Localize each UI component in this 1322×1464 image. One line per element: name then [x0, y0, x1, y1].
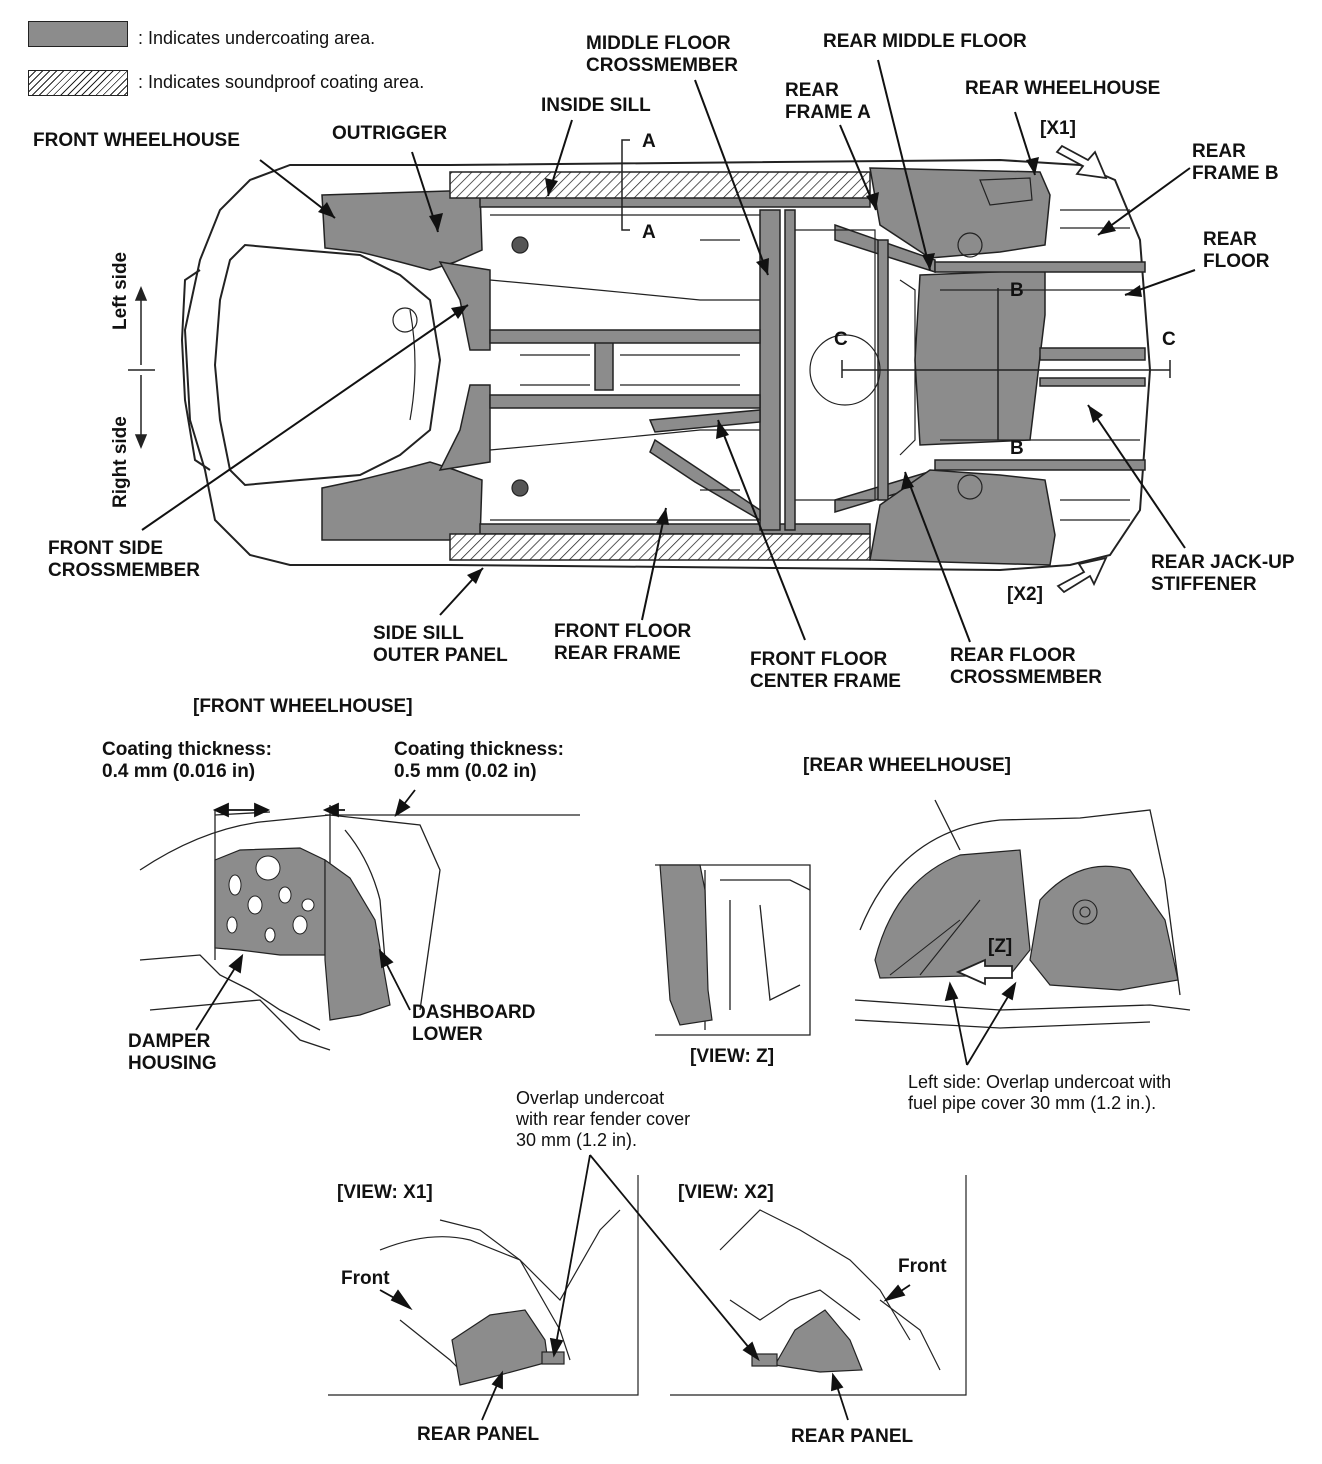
undercoat-regions: [321, 167, 1146, 566]
soundproof-regions: [449, 171, 871, 561]
front-wheelhouse-leaders: [195, 789, 416, 1031]
side-arrows: [128, 286, 155, 449]
label-rear-jackup-stiffener: REAR JACK-UP STIFFENER: [1151, 552, 1295, 595]
label-rear-wheelhouse: REAR WHEELHOUSE: [965, 78, 1161, 99]
label-front-x2: Front: [898, 1256, 947, 1277]
section-marker-a-top: A: [642, 131, 656, 152]
rear-panel-frames: [328, 1175, 967, 1396]
label-left-side: Left side: [110, 251, 131, 330]
label-rear-middle-floor: REAR MIDDLE FLOOR: [823, 31, 1027, 52]
undercoating-swatch: [28, 21, 128, 47]
view-x2-undercoat: [751, 1309, 863, 1373]
coating-thickness-left: Coating thickness: 0.4 mm (0.016 in): [102, 739, 272, 782]
label-outrigger: OUTRIGGER: [332, 123, 448, 144]
coating-thickness-right: Coating thickness: 0.5 mm (0.02 in): [394, 739, 564, 782]
underbody-detail-lines: [392, 177, 1140, 521]
label-front-floor-rear-frame: FRONT FLOOR REAR FRAME: [554, 621, 692, 664]
label-x1: [X1]: [1040, 118, 1076, 139]
rear-wheelhouse-leaders: [944, 981, 1017, 1066]
leader-arrowheads: [318, 157, 1142, 584]
label-side-sill-outer-panel: SIDE SILL OUTER PANEL: [373, 623, 508, 666]
section-marker-c-left: C: [834, 329, 848, 350]
label-rear-floor-crossmember: REAR FLOOR CROSSMEMBER: [950, 645, 1103, 688]
rear-wheelhouse-details: [889, 899, 1098, 976]
label-right-side: Right side: [110, 416, 131, 508]
label-rear-frame-b: REAR FRAME B: [1192, 141, 1279, 184]
legend-undercoating: : Indicates undercoating area.: [138, 28, 376, 48]
label-rear-floor: REAR FLOOR: [1203, 229, 1270, 272]
front-wheelhouse-undercoat: [214, 847, 391, 1021]
view-z-title: [VIEW: Z]: [690, 1046, 775, 1067]
label-rear-panel-x1: REAR PANEL: [417, 1424, 540, 1445]
rear-wheelhouse-undercoat: [874, 849, 1179, 991]
rear-wheelhouse-z-arrow: [955, 958, 1013, 986]
rear-wheelhouse-title: [REAR WHEELHOUSE]: [803, 755, 1011, 776]
label-x2: [X2]: [1007, 584, 1043, 605]
view-z-undercoat: [659, 864, 713, 1026]
view-x2-art: [719, 1209, 941, 1371]
section-marker-c-right: C: [1162, 329, 1176, 350]
section-marker-a-bottom: A: [642, 222, 656, 243]
section-lines: [621, 139, 1171, 440]
label-damper-housing: DAMPER HOUSING: [128, 1031, 217, 1074]
view-x1-title: [VIEW: X1]: [337, 1182, 433, 1203]
section-marker-b-bottom: B: [1010, 438, 1024, 459]
label-dashboard-lower: DASHBOARD LOWER: [412, 1002, 536, 1045]
label-front-wheelhouse: FRONT WHEELHOUSE: [33, 130, 240, 151]
z-marker: [Z]: [988, 936, 1013, 957]
legend-soundproof: : Indicates soundproof coating area.: [138, 72, 425, 92]
front-wheelhouse-title: [FRONT WHEELHOUSE]: [193, 696, 413, 717]
label-front-x1: Front: [341, 1268, 390, 1289]
rear-wheelhouse-note: Left side: Overlap undercoat with fuel p…: [908, 1072, 1172, 1113]
leader-lines: [141, 59, 1196, 643]
rear-panel-note: Overlap undercoat with rear fender cover…: [516, 1088, 691, 1150]
label-rear-panel-x2: REAR PANEL: [791, 1426, 914, 1447]
section-marker-b-top: B: [1010, 280, 1024, 301]
label-inside-sill: INSIDE SILL: [541, 95, 651, 116]
rear-panel-leaders: [379, 1154, 911, 1421]
label-rear-frame-a: REAR FRAME A: [785, 80, 871, 123]
view-x2-title: [VIEW: X2]: [678, 1182, 774, 1203]
label-front-side-crossmember: FRONT SIDE CROSSMEMBER: [48, 538, 201, 581]
label-middle-floor-crossmember: MIDDLE FLOOR CROSSMEMBER: [586, 33, 739, 76]
view-x1-undercoat: [451, 1309, 565, 1386]
front-wheelhouse-holes: [226, 855, 315, 943]
view-arrows: [1055, 144, 1108, 594]
soundproof-swatch: [28, 70, 128, 96]
label-front-floor-center-frame: FRONT FLOOR CENTER FRAME: [750, 649, 901, 692]
rear-wheelhouse-art: [854, 799, 1191, 1029]
